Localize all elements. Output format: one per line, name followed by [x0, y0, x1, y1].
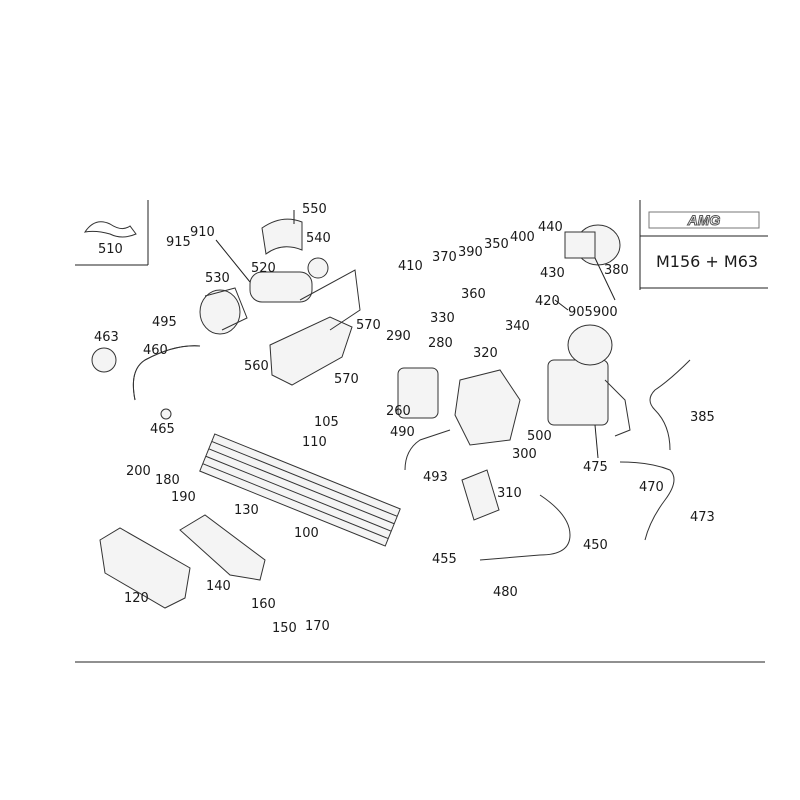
part-385-hose	[649, 359, 691, 451]
part-140-air-guide	[179, 514, 266, 581]
part-label[interactable]: 470	[639, 480, 664, 495]
part-label[interactable]: 160	[251, 597, 276, 612]
part-label[interactable]: 520	[251, 261, 276, 276]
part-label[interactable]: 340	[505, 319, 530, 334]
part-label[interactable]: 330	[430, 311, 455, 326]
part-label[interactable]: 320	[473, 346, 498, 361]
part-label[interactable]: 500	[527, 429, 552, 444]
part-label[interactable]: 380	[604, 263, 629, 278]
part-engine-pump-assembly	[547, 324, 631, 437]
part-530-sleeve	[199, 287, 248, 335]
part-100-cooler	[199, 433, 401, 547]
part-label[interactable]: 200	[126, 464, 151, 479]
part-label[interactable]: 180	[155, 473, 180, 488]
part-380-pump	[564, 224, 621, 266]
part-label[interactable]: 310	[497, 486, 522, 501]
part-510-clip	[83, 221, 137, 238]
part-label[interactable]: 170	[305, 619, 330, 634]
part-260-oil-cooler	[397, 367, 439, 419]
part-label[interactable]: 463	[94, 330, 119, 345]
part-label[interactable]: 540	[306, 231, 331, 246]
part-label[interactable]: 490	[390, 425, 415, 440]
part-label[interactable]: 530	[205, 271, 230, 286]
part-label[interactable]: 120	[124, 591, 149, 606]
part-label[interactable]: 550	[302, 202, 327, 217]
part-label[interactable]: 150	[272, 621, 297, 636]
part-label[interactable]: 390	[458, 245, 483, 260]
part-label[interactable]: 493	[423, 470, 448, 485]
part-label[interactable]: 420	[535, 294, 560, 309]
part-540-cover	[261, 218, 303, 255]
part-label[interactable]: 475	[583, 460, 608, 475]
part-120-duct	[99, 527, 191, 609]
part-300-bracket	[454, 369, 521, 446]
part-490-hose	[404, 429, 451, 471]
model-designation: M156 + M63	[656, 252, 759, 271]
part-label[interactable]: 455	[432, 552, 457, 567]
part-label[interactable]: 360	[461, 287, 486, 302]
part-310-plate	[461, 469, 500, 521]
part-label[interactable]: 385	[690, 410, 715, 425]
part-label[interactable]: 560	[244, 359, 269, 374]
part-label[interactable]: 400	[510, 230, 535, 245]
part-label[interactable]: 510	[98, 242, 123, 257]
part-label[interactable]: 140	[206, 579, 231, 594]
part-450-hose	[479, 494, 571, 561]
part-label[interactable]: 495	[152, 315, 177, 330]
svg-text:AMG: AMG	[687, 212, 721, 228]
part-label[interactable]: 570	[334, 372, 359, 387]
part-label[interactable]: 260	[386, 404, 411, 419]
part-label[interactable]: 570	[356, 318, 381, 333]
part-460-hose	[91, 345, 201, 420]
part-label[interactable]: 190	[171, 490, 196, 505]
part-label[interactable]: 370	[432, 250, 457, 265]
part-label[interactable]: 290	[386, 329, 411, 344]
part-label[interactable]: 100	[294, 526, 319, 541]
part-label[interactable]: 915	[166, 235, 191, 250]
part-label[interactable]: 480	[493, 585, 518, 600]
part-560-bracket	[269, 269, 361, 386]
part-label[interactable]: 430	[540, 266, 565, 281]
part-520-pump	[249, 257, 329, 303]
part-label[interactable]: 280	[428, 336, 453, 351]
part-label[interactable]: 465	[150, 422, 175, 437]
part-label[interactable]: 440	[538, 220, 563, 235]
part-label[interactable]: 473	[690, 510, 715, 525]
part-label[interactable]: 460	[143, 343, 168, 358]
part-label[interactable]: 410	[398, 259, 423, 274]
part-label[interactable]: 910	[190, 225, 215, 240]
part-label[interactable]: 350	[484, 237, 509, 252]
part-label[interactable]: 105	[314, 415, 339, 430]
part-label[interactable]: 130	[234, 503, 259, 518]
part-label[interactable]: 110	[302, 435, 327, 450]
part-label[interactable]: 905900	[568, 305, 618, 320]
part-470-hose	[619, 461, 675, 541]
part-label[interactable]: 300	[512, 447, 537, 462]
part-label[interactable]: 450	[583, 538, 608, 553]
amg-logo: AMG	[648, 209, 760, 235]
